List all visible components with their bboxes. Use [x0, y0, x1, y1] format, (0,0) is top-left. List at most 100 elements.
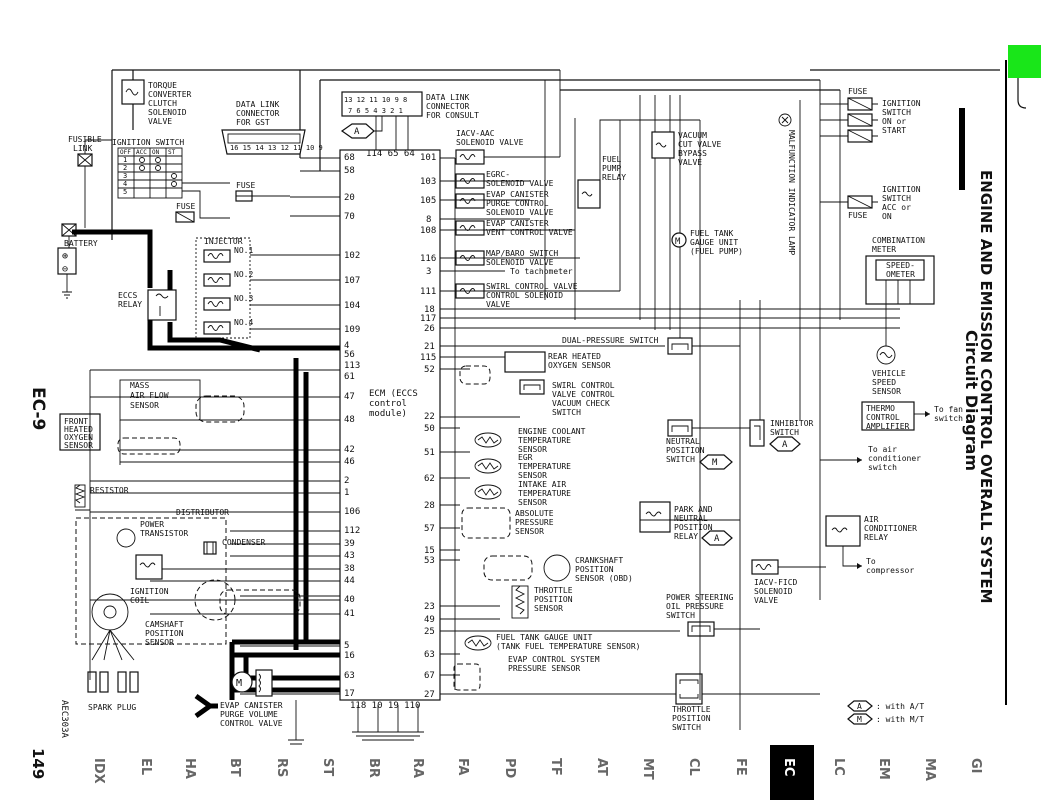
- svg-text:17: 17: [344, 689, 355, 699]
- svg-text:THROTTLE: THROTTLE: [672, 705, 711, 714]
- tab-tf[interactable]: TF: [548, 758, 563, 776]
- legend: A : with A/T M : with M/T: [847, 700, 924, 725]
- svg-text:42: 42: [344, 445, 355, 455]
- svg-text:3: 3: [123, 172, 127, 180]
- svg-text:OFF: OFF: [120, 149, 131, 156]
- svg-text:COMBINATION: COMBINATION: [872, 236, 925, 245]
- svg-text:21: 21: [424, 342, 435, 352]
- svg-text:SENSOR: SENSOR: [130, 401, 159, 410]
- svg-text:INHIBITOR: INHIBITOR: [770, 419, 814, 428]
- tab-rs[interactable]: RS: [274, 758, 289, 777]
- svg-text:40: 40: [344, 595, 355, 605]
- svg-text:M: M: [712, 458, 718, 468]
- svg-text:SENSOR: SENSOR: [872, 387, 901, 396]
- svg-text:EVAP CANISTER: EVAP CANISTER: [486, 219, 549, 228]
- svg-text:FE: FE: [733, 758, 748, 776]
- tab-em[interactable]: EM: [876, 758, 891, 780]
- svg-text:EGR: EGR: [518, 453, 533, 462]
- svg-text:M: M: [857, 715, 862, 724]
- svg-text:PUMP: PUMP: [602, 164, 621, 173]
- svg-text:FA: FA: [455, 758, 470, 775]
- svg-text:43: 43: [344, 551, 355, 561]
- tab-st[interactable]: ST: [320, 758, 335, 776]
- tab-bt[interactable]: BT: [227, 758, 242, 777]
- fusible-link: FUSIBLE LINK: [68, 135, 112, 228]
- tab-cl[interactable]: CL: [686, 758, 701, 776]
- svg-text:25: 25: [424, 627, 435, 637]
- svg-text:47: 47: [344, 392, 355, 402]
- svg-text:FUEL: FUEL: [602, 155, 621, 164]
- svg-text:SPARK PLUG: SPARK PLUG: [88, 703, 136, 712]
- svg-text:IGNITION: IGNITION: [882, 99, 921, 108]
- tab-fe[interactable]: FE: [733, 758, 748, 776]
- svg-text:IGNITION: IGNITION: [882, 185, 921, 194]
- svg-text:CRANKSHAFT: CRANKSHAFT: [575, 556, 623, 565]
- svg-text:46: 46: [344, 457, 355, 467]
- svg-text:VALVE: VALVE: [486, 300, 510, 309]
- svg-text:LINK: LINK: [73, 144, 92, 153]
- svg-text:CLUTCH: CLUTCH: [148, 99, 177, 108]
- tab-at[interactable]: AT: [594, 758, 609, 776]
- tab-br[interactable]: BR: [366, 758, 381, 778]
- tab-el[interactable]: EL: [138, 758, 153, 775]
- svg-text:MT: MT: [640, 758, 655, 780]
- svg-text:63: 63: [344, 671, 355, 681]
- svg-text:RS: RS: [274, 758, 289, 777]
- svg-text:POWER: POWER: [140, 520, 164, 529]
- svg-text:5: 5: [344, 641, 349, 651]
- evap-purge-volume-valve: M EVAP CANISTER PURGE VOLUME CONTROL VAL…: [194, 669, 283, 728]
- svg-text:THERMO: THERMO: [866, 404, 895, 413]
- svg-text:VEHICLE: VEHICLE: [872, 369, 906, 378]
- svg-text:49: 49: [424, 615, 435, 625]
- svg-text:FOR GST: FOR GST: [236, 118, 270, 127]
- throttle-position-switch: THROTTLE POSITION SWITCH: [672, 673, 711, 732]
- svg-text:FRONT: FRONT: [64, 417, 88, 426]
- svg-text:NO.3: NO.3: [234, 294, 253, 303]
- tab-fa[interactable]: FA: [455, 758, 470, 775]
- egrc-solenoid: EGRC- SOLENOID VALVE: [455, 170, 554, 189]
- svg-text:VALVE: VALVE: [754, 596, 778, 605]
- svg-text:44: 44: [344, 576, 355, 586]
- svg-text:⊖: ⊖: [62, 264, 68, 275]
- throttle-position-sensor: THROTTLE POSITION SENSOR: [511, 585, 573, 619]
- diagram-title: Circuit Diagram: [962, 330, 981, 471]
- tab-lc[interactable]: LC: [831, 758, 846, 776]
- tab-idx[interactable]: IDX: [91, 758, 106, 784]
- svg-text:IACV-AAC: IACV-AAC: [456, 129, 495, 138]
- svg-text:RELAY: RELAY: [674, 532, 698, 541]
- inhibitor-switch: INHIBITOR SWITCH A: [749, 419, 814, 452]
- swirl-control-solenoid: SWIRL CONTROL VALVE CONTROL SOLENOID VAL…: [455, 282, 578, 309]
- tab-mt[interactable]: MT: [640, 758, 655, 780]
- svg-text:EC: EC: [781, 758, 796, 776]
- svg-text:SENSOR: SENSOR: [515, 527, 544, 536]
- svg-text:61: 61: [344, 372, 355, 382]
- green-marker: [1008, 45, 1041, 78]
- svg-text:FUSE: FUSE: [848, 211, 867, 220]
- tab-pd[interactable]: PD: [502, 758, 517, 779]
- svg-text:62: 62: [424, 474, 435, 484]
- svg-text:CONNECTOR: CONNECTOR: [426, 102, 470, 111]
- svg-text:28: 28: [424, 501, 435, 511]
- tab-ha[interactable]: HA: [182, 758, 197, 779]
- tab-ec-active[interactable]: EC: [770, 745, 814, 800]
- svg-text:ON or: ON or: [882, 117, 906, 126]
- svg-text:SENSOR (OBD): SENSOR (OBD): [575, 574, 633, 583]
- svg-text:2: 2: [123, 164, 127, 172]
- svg-text:SOLENOID VALVE: SOLENOID VALVE: [486, 179, 554, 188]
- svg-text:AT: AT: [594, 758, 609, 776]
- svg-text:PURGE VOLUME: PURGE VOLUME: [220, 710, 278, 719]
- svg-text:OMETER: OMETER: [886, 270, 915, 279]
- svg-text:EM: EM: [876, 758, 891, 780]
- tab-ma[interactable]: MA: [922, 758, 937, 781]
- tab-ra[interactable]: RA: [410, 758, 425, 778]
- svg-text:VACUUM CHECK: VACUUM CHECK: [552, 399, 610, 408]
- battery: ⊕ ⊖ BATTERY: [57, 223, 98, 299]
- svg-text:109: 109: [344, 325, 360, 335]
- tab-gi[interactable]: GI: [968, 758, 983, 774]
- ecm-top-pins: 114 65 64: [366, 149, 415, 159]
- svg-text:ABSOLUTE: ABSOLUTE: [515, 509, 554, 518]
- svg-text:BATTERY: BATTERY: [64, 239, 98, 248]
- svg-text:OIL PRESSURE: OIL PRESSURE: [666, 602, 724, 611]
- svg-text:53: 53: [424, 556, 435, 566]
- svg-text:SENSOR: SENSOR: [518, 471, 547, 480]
